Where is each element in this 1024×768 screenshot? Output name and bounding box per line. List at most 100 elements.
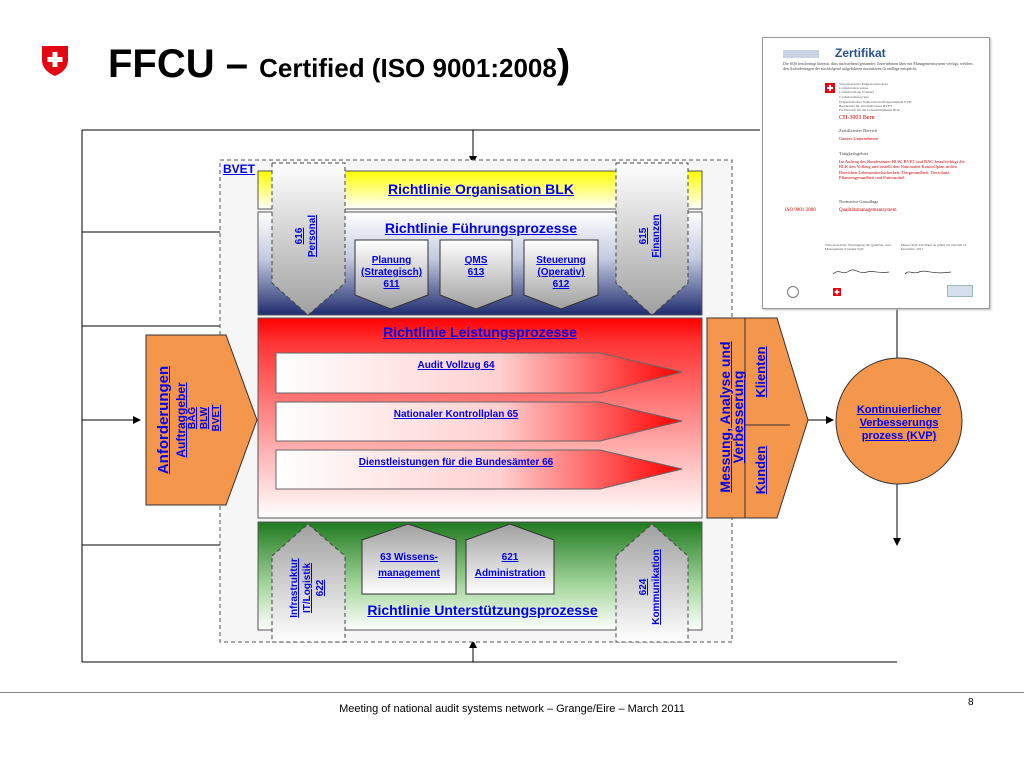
cert-scope-label: Zertifizierter Bereich: [839, 128, 878, 133]
kontrollplan-arrow-shape: [275, 401, 683, 442]
org-line: Schweizerische Eidgenossenschaft: [839, 82, 888, 86]
dept-line: Fachbereich für die Lebensmittelkette BL…: [839, 108, 901, 113]
audit-arrow-shape: [275, 352, 683, 394]
admin-l2: Administration: [474, 568, 546, 579]
cert-dept-lines: Eidgenössisches Volkswirtschaftsdepartem…: [839, 100, 911, 113]
wissen-l2: management: [378, 568, 440, 579]
planung-pentagon: [354, 239, 429, 310]
cert-basis-label: Normative Grundlage: [839, 199, 879, 204]
steuerung-l2: (Operativ): [537, 267, 585, 278]
steuerung-pentagon: [523, 239, 599, 310]
title-close-paren: ): [556, 42, 571, 86]
sqs-logo: [783, 50, 819, 58]
personal-text: Personal: [307, 214, 318, 258]
swiss-cross-small-icon: [833, 288, 841, 296]
finanzen-num: 615: [638, 227, 649, 245]
steuerung-label[interactable]: Steuerung (Operativ) 612: [524, 255, 598, 291]
kvp-l1: Kontinuierlicher: [856, 404, 942, 416]
certificate-intro: Die SQS bescheinigt hiermit, dass nachst…: [783, 61, 973, 71]
kvp-circle: [835, 357, 963, 485]
steuerung-l3: 612: [552, 279, 570, 290]
personal-num: 616: [294, 227, 305, 245]
leistung-title[interactable]: Richtlinie Leistungsprozesse: [383, 324, 577, 340]
qms-label[interactable]: QMS 613: [440, 255, 512, 279]
qms-pentagon: [439, 239, 513, 310]
dienst-label[interactable]: Dienstleistungen für die Bundesämter 66: [358, 457, 554, 468]
org-line: Confédération suisse: [839, 86, 869, 91]
wissen-pentagon: [361, 523, 457, 595]
title-subtitle: Certified (ISO 9001:2008: [259, 53, 557, 83]
planung-label[interactable]: Planung (Strategisch) 611: [355, 255, 428, 291]
swiss-shield-icon: [42, 46, 68, 76]
org-line: Confederaziun svizra: [839, 94, 869, 99]
dept-line: Bundesamt für Veterinärwesen BVET: [839, 104, 893, 109]
cert-foot-right: Dieses SQS-Zertifikat ist gültig bis und…: [901, 243, 968, 252]
wissen-label[interactable]: 63 Wissens- management: [362, 550, 456, 582]
swiss-cross-icon: [825, 83, 835, 93]
cert-scope-value: Ganzes Unternehmen: [839, 136, 878, 141]
signature-left: [832, 269, 890, 275]
unterstuetzung-title[interactable]: Richtlinie Unterstützungsprozesse: [367, 602, 598, 618]
personal-label[interactable]: 616 Personal: [293, 176, 323, 296]
infrastruktur-label[interactable]: Infrastruktur IT/Logistik 622: [288, 528, 328, 648]
seal-icon: [787, 286, 799, 298]
audit-label[interactable]: Audit Vollzug 64: [417, 360, 495, 371]
finanzen-pentagon: [615, 162, 689, 316]
bvet-label[interactable]: BVET: [223, 162, 256, 176]
fuehrung-title[interactable]: Richtlinie Führungsprozesse: [384, 220, 578, 236]
finanzen-label[interactable]: 615 Finanzen: [637, 176, 667, 296]
planung-l1: Planung: [371, 255, 412, 266]
kontrollplan-label[interactable]: Nationaler Kontrollplan 65: [393, 409, 519, 420]
bvet-side-label[interactable]: BVET: [211, 404, 222, 432]
messung-label-2[interactable]: Verbesserung: [730, 370, 746, 464]
anforderungen-label[interactable]: Anforderungen: [155, 365, 172, 475]
cert-foot-left: Schweizerische Vereinigung für Qualitäts…: [825, 243, 891, 252]
cert-standard-desc: Qualitätsmanagementsystem: [839, 208, 897, 213]
page-number: 8: [968, 697, 974, 708]
wissen-l1: 63 Wissens-: [380, 552, 438, 563]
infra-l3: 622: [315, 579, 326, 597]
kommunikation-pentagon: [615, 523, 689, 643]
infra-l1: Infrastruktur: [289, 558, 300, 618]
finanzen-text: Finanzen: [651, 214, 662, 258]
footer-divider: [0, 692, 1024, 693]
kommunikation-label[interactable]: 624 Kommunikation: [637, 527, 667, 647]
qms-l2: 613: [467, 267, 485, 278]
kvp-label[interactable]: Kontinuierlicher Verbesserungs prozess (…: [840, 404, 958, 443]
planung-l3: 611: [383, 279, 400, 290]
infra-l2: IT/Logistik: [302, 563, 313, 613]
dept-line: Eidgenössisches Volkswirtschaftsdepartem…: [839, 100, 912, 104]
admin-label[interactable]: 621 Administration: [466, 550, 554, 582]
infrastruktur-pentagon: [271, 523, 346, 643]
organisation-title[interactable]: Richtlinie Organisation BLK: [388, 181, 574, 197]
planung-l2: (Strategisch): [360, 267, 423, 278]
page-title: FFCU – Certified (ISO 9001:2008): [108, 44, 570, 84]
anforderungen-pentagon: [145, 334, 258, 506]
messung-block: [706, 317, 809, 519]
qms-l1: QMS: [464, 255, 488, 266]
blw-label[interactable]: BLW: [199, 406, 210, 430]
cert-activity-label: Tätigkeitsgebiet: [839, 151, 868, 156]
komm-num: 624: [638, 578, 649, 596]
dienst-arrow-shape: [275, 449, 683, 490]
kunden-label[interactable]: Kunden: [753, 445, 768, 495]
admin-pentagon: [465, 523, 555, 595]
admin-l1: 621: [501, 552, 519, 563]
org-line: Confederazione Svizzera: [839, 90, 875, 95]
cert-activity-value: Im Auftrag des Bundesämter BLW, BVET und…: [839, 159, 965, 181]
personal-pentagon: [271, 162, 346, 316]
footer-text: Meeting of national audit systems networ…: [339, 703, 685, 715]
outer-frame: [81, 129, 898, 663]
title-main: FFCU –: [108, 42, 260, 86]
signature-right: [904, 270, 952, 275]
komm-text: Kommunikation: [651, 549, 662, 625]
cert-org-lines: Schweizerische Eidgenossenschaft Confédé…: [839, 82, 888, 99]
steuerung-l1: Steuerung: [536, 255, 586, 266]
cert-standard: ISO 9001:2008: [785, 208, 816, 213]
klienten-label[interactable]: Klienten: [753, 346, 768, 398]
certificate-image: Zertifikat Die SQS bescheinigt hiermit, …: [762, 37, 990, 309]
bag-label[interactable]: BAG: [187, 406, 198, 430]
kvp-l2: Verbesserungs: [859, 417, 939, 429]
cert-city: CH-3003 Bern: [839, 115, 875, 121]
kvp-l3: prozess (KVP): [861, 430, 937, 442]
